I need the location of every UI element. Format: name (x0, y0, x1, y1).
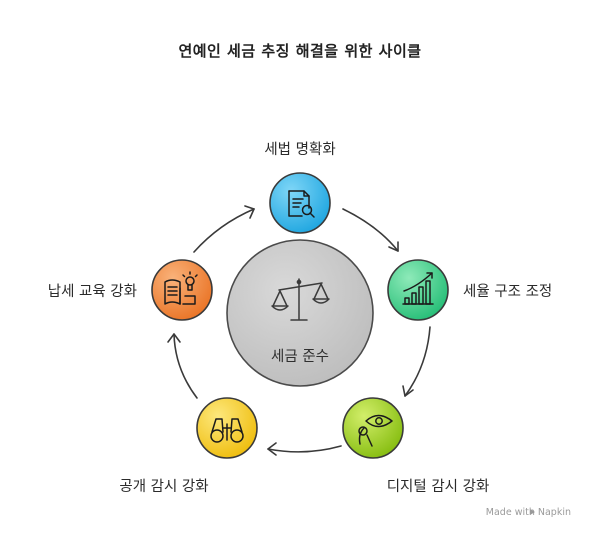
napkin-watermark: Made with Napkin (486, 507, 571, 518)
napkin-logo-icon (530, 509, 535, 515)
step-label-5: 납세 교육 강화 (48, 283, 137, 300)
arrow-step1-to-step2 (342, 208, 399, 252)
binoculars-icon (210, 418, 244, 443)
arrow-step3-to-step4 (267, 442, 342, 456)
arrow-step2-to-step3 (402, 326, 431, 397)
step-node-4: 공개 감시 강화 (119, 397, 258, 495)
cycle-arrows (167, 205, 431, 456)
bar-chart-growth-icon (402, 272, 434, 305)
step-node-2: 세율 구조 조정 (387, 259, 552, 321)
step-label-4: 공개 감시 강화 (119, 478, 208, 495)
step-label-2: 세율 구조 조정 (463, 283, 552, 300)
diagram-title: 연예인 세금 추징 해결을 위한 사이클 (178, 42, 422, 60)
center-node: 세금 준수 (226, 239, 374, 387)
scales-icon (271, 278, 330, 321)
step-node-3: 디지털 감시 강화 (342, 397, 490, 495)
step-label-1: 세법 명확화 (264, 141, 335, 158)
step-label-3: 디지털 감시 강화 (387, 478, 490, 495)
eye-monitor-icon (358, 414, 393, 447)
book-lightbulb-icon (164, 271, 198, 305)
arrow-step5-to-step1 (193, 205, 255, 253)
step-node-5: 납세 교육 강화 (48, 259, 213, 321)
center-label: 세금 준수 (271, 348, 329, 365)
arrow-step4-to-step5 (167, 333, 198, 399)
document-search-icon (288, 190, 315, 218)
watermark-text: Made with Napkin (486, 507, 571, 518)
step-node-1: 세법 명확화 (264, 141, 336, 234)
